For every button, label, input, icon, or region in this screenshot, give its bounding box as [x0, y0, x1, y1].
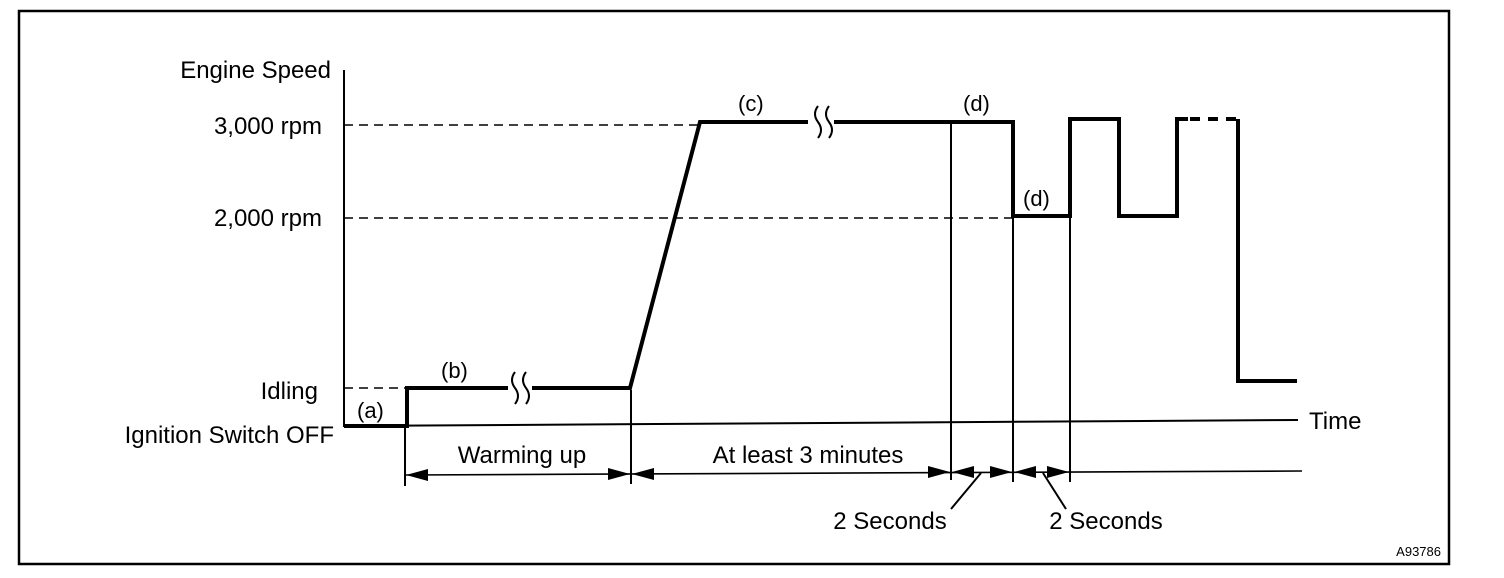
phase-tag-a: (a): [357, 398, 384, 423]
leader-2s-second: [1042, 472, 1067, 510]
arrow-2s-second-left: [1014, 466, 1036, 478]
interval-label-at-least: At least 3 minutes: [713, 442, 904, 469]
level-label-idling: Idling: [261, 378, 318, 405]
arrow-2s-first-left: [952, 466, 974, 478]
x-axis-title: Time: [1309, 408, 1361, 435]
phase-tag-c: (c): [738, 91, 764, 116]
trace-return-idle: [1236, 119, 1297, 383]
arrow-2s-second-right: [1047, 466, 1069, 478]
level-label-2000: 2,000 rpm: [214, 205, 322, 232]
level-label-ignition-off: Ignition Switch OFF: [125, 422, 334, 449]
phase-tag-d-second: (d): [1023, 186, 1050, 211]
phase-tag-d-first: (d): [963, 91, 990, 116]
arrow-3min-right: [928, 466, 950, 478]
y-axis-title: Engine Speed: [180, 57, 331, 84]
time-axis: [343, 419, 1299, 427]
figure-frame: [17, 9, 1451, 566]
arrow-warmup-left: [406, 469, 428, 481]
trace-cycle: [834, 117, 1188, 218]
arrow-2s-first-right: [990, 466, 1012, 478]
phase-tag-b: (b): [441, 358, 468, 383]
break-symbol-c: [814, 105, 833, 139]
arrow-3min-left: [632, 468, 654, 480]
figure-code: A93786: [1396, 544, 1441, 559]
interval-label-2s-second: 2 Seconds: [1049, 508, 1162, 535]
break-symbol-b: [511, 371, 530, 405]
dimension-line: [404, 470, 1303, 476]
level-label-3000: 3,000 rpm: [214, 113, 322, 140]
arrow-warmup-right: [608, 468, 630, 480]
trace-start: [344, 386, 508, 428]
interval-label-2s-first: 2 Seconds: [833, 508, 946, 535]
trace-warmup: [532, 120, 808, 390]
leader-2s-first: [950, 472, 982, 510]
interval-label-warming-up: Warming up: [458, 442, 586, 469]
